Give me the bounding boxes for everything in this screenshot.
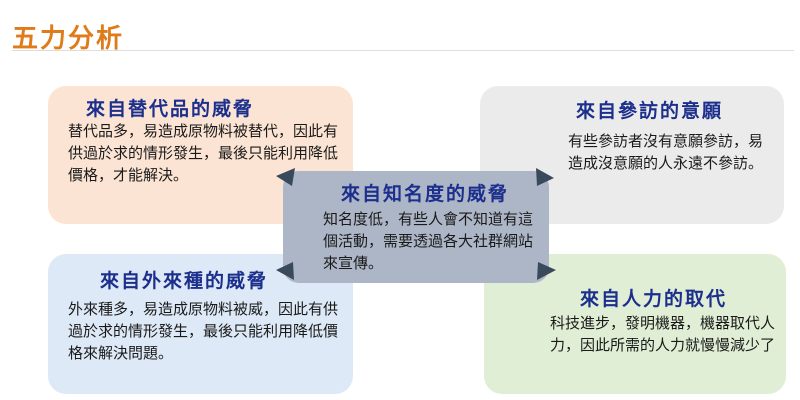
substitute-threat-text: 替代品多，易造成原物料被替代，因此有供過於求的情形發生，最後只能利用降低價格，才… bbox=[68, 122, 339, 184]
visitor-willingness-title: 來自參訪的意願 bbox=[576, 100, 724, 122]
manpower-replacement-title: 來自人力的取代 bbox=[580, 288, 728, 310]
substitute-threat-box: 來自替代品的威脅 替代品多，易造成原物料被替代，因此有供過於求的情形發生，最後只… bbox=[48, 86, 353, 224]
substitute-threat-title: 來自替代品的威脅 bbox=[86, 98, 255, 120]
page-title: 五力分析 bbox=[12, 24, 125, 54]
title-divider bbox=[12, 50, 794, 51]
visitor-willingness-text: 有些參訪者沒有意願參訪，易造成沒意願的人永遠不參訪。 bbox=[568, 132, 764, 172]
foreign-species-threat-text: 外來種多，易造成原物料被威，因此有供過於求的情形發生，最後只能利用降低價格來解決… bbox=[68, 300, 339, 362]
awareness-threat-box: 來自知名度的威脅 知名度低，有些人會不知道有這個活動，需要透過各大社群網站來宣傳… bbox=[283, 171, 549, 283]
manpower-replacement-text: 科技進步，發明機器，機器取代人力，因此所需的人力就慢慢減少了 bbox=[550, 314, 776, 354]
foreign-species-threat-title: 來自外來種的威脅 bbox=[100, 270, 269, 292]
awareness-threat-title: 來自知名度的威脅 bbox=[341, 183, 510, 205]
awareness-threat-text: 知名度低，有些人會不知道有這個活動，需要透過各大社群網站來宣傳。 bbox=[323, 210, 534, 272]
